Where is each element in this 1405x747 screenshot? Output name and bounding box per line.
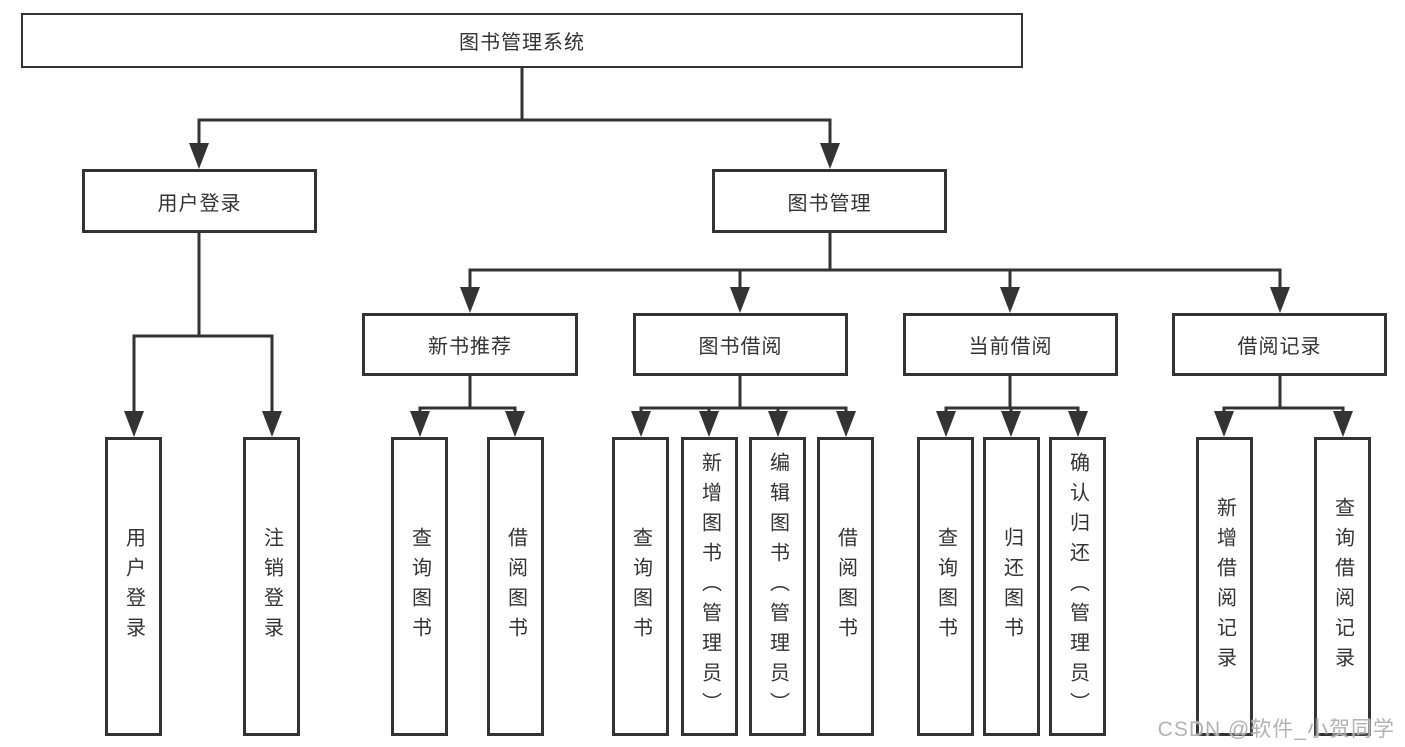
node-book-management: 图书管理 xyxy=(712,169,947,233)
leaf-cb-query-books: 查询图书 xyxy=(917,437,974,736)
csdn-watermark: CSDN @软件_小贺同学 xyxy=(1157,718,1395,741)
connector-borrow-records-to-leaves xyxy=(1214,376,1353,437)
leaf-bb-query-books: 查询图书 xyxy=(612,437,669,736)
connector-user-login-to-leaves xyxy=(124,233,282,437)
leaf-bb-edit-books-admin: 编辑图书（管理员） xyxy=(749,437,806,736)
node-book-borrow: 图书借阅 xyxy=(633,313,848,376)
leaf-br-add-record-label: 新增借阅记录 xyxy=(1213,496,1236,677)
leaf-br-add-record: 新增借阅记录 xyxy=(1196,437,1253,736)
leaf-logout: 注销登录 xyxy=(243,437,300,736)
leaf-nbr-borrow-books-label: 借阅图书 xyxy=(504,526,527,647)
leaf-cb-return-books: 归还图书 xyxy=(983,437,1040,736)
leaf-logout-label: 注销登录 xyxy=(260,526,283,647)
node-user-login: 用户登录 xyxy=(82,169,317,233)
leaf-user-login: 用户登录 xyxy=(105,437,162,736)
leaf-bb-add-books-admin-label: 新增图书（管理员） xyxy=(698,451,721,722)
node-borrow-records: 借阅记录 xyxy=(1172,313,1387,376)
connector-book-borrow-to-leaves xyxy=(631,376,856,437)
node-current-borrow: 当前借阅 xyxy=(903,313,1118,376)
leaf-bb-add-books-admin: 新增图书（管理员） xyxy=(681,437,738,736)
leaf-br-query-record-label: 查询借阅记录 xyxy=(1331,496,1354,677)
leaf-nbr-query-books-label: 查询图书 xyxy=(408,526,431,647)
leaf-br-query-record: 查询借阅记录 xyxy=(1314,437,1371,736)
leaf-cb-return-books-label: 归还图书 xyxy=(1000,526,1023,647)
node-root: 图书管理系统 xyxy=(21,13,1023,68)
connector-current-borrow-to-leaves xyxy=(936,376,1088,437)
leaf-cb-confirm-return-admin-label: 确认归还（管理员） xyxy=(1066,451,1089,722)
leaf-user-login-label: 用户登录 xyxy=(122,526,145,647)
leaf-cb-confirm-return-admin: 确认归还（管理员） xyxy=(1049,437,1106,736)
leaf-cb-query-books-label: 查询图书 xyxy=(934,526,957,647)
leaf-bb-borrow-books: 借阅图书 xyxy=(817,437,874,736)
leaf-nbr-borrow-books: 借阅图书 xyxy=(487,437,544,736)
leaf-bb-edit-books-admin-label: 编辑图书（管理员） xyxy=(766,451,789,722)
connector-root-to-level2 xyxy=(189,68,840,169)
leaf-nbr-query-books: 查询图书 xyxy=(391,437,448,736)
connector-new-book-recommend-to-leaves xyxy=(410,376,525,437)
leaf-bb-borrow-books-label: 借阅图书 xyxy=(834,526,857,647)
leaf-bb-query-books-label: 查询图书 xyxy=(629,526,652,647)
node-new-book-recommend: 新书推荐 xyxy=(362,313,578,376)
connector-book-management-to-level3 xyxy=(460,233,1290,313)
